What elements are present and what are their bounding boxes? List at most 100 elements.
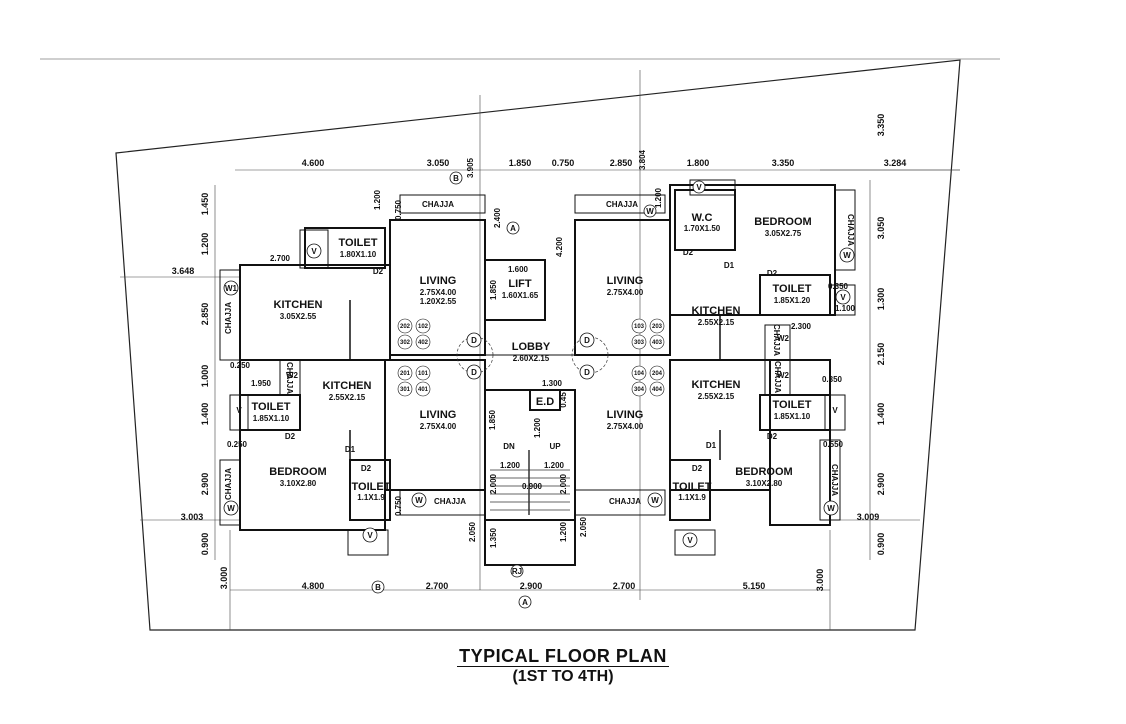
room-living-tl: LIVING (420, 275, 457, 287)
room-toilet-tr: TOILET (773, 283, 812, 295)
chajja-label-1: CHAJJA (422, 200, 454, 209)
window-w-3: W (827, 504, 835, 513)
marker-labels: CHAJJA CHAJJA CHAJJA CHAJJA CHAJJA CHAJJ… (224, 174, 855, 607)
svg-text:304: 304 (634, 387, 645, 393)
room-living-tl-size2: 1.20X2.55 (420, 297, 457, 306)
door-d2-6: D2 (767, 432, 778, 441)
svg-text:2.850: 2.850 (610, 158, 633, 168)
plot-boundary (115, 59, 961, 631)
room-toilet-tl-size: 1.80X1.10 (340, 250, 377, 259)
room-bedroom-br: BEDROOM (735, 466, 792, 478)
svg-text:1.200: 1.200 (373, 189, 382, 210)
room-toilet-bl-size: 1.85X1.10 (253, 414, 290, 423)
room-bedroom-br-size: 3.10X2.80 (746, 479, 783, 488)
dimension-labels: 4.600 3.050 1.850 0.750 2.850 1.800 3.35… (172, 114, 907, 592)
svg-text:402: 402 (418, 340, 429, 346)
room-lobby-size: 2.60X2.15 (513, 354, 550, 363)
svg-text:1.600: 1.600 (508, 265, 529, 274)
svg-text:1.400: 1.400 (876, 403, 886, 426)
staircase (490, 450, 570, 515)
room-kitchen-br-size: 2.55X2.15 (698, 392, 735, 401)
window-w2-1: W2 (777, 334, 790, 343)
svg-text:0.900: 0.900 (876, 533, 886, 556)
svg-text:3.284: 3.284 (884, 158, 907, 168)
svg-text:1.200: 1.200 (559, 521, 568, 542)
svg-text:3.804: 3.804 (638, 149, 647, 170)
room-toilet-br2-size: 1.1X1.9 (678, 493, 706, 502)
svg-text:3.350: 3.350 (876, 114, 886, 137)
room-toilet-tl: TOILET (339, 237, 378, 249)
svg-text:302: 302 (400, 340, 411, 346)
room-lift-size: 1.60X1.65 (502, 291, 539, 300)
svg-text:2.300: 2.300 (791, 322, 812, 331)
room-toilet-bl2-size: 1.1X1.9 (357, 493, 385, 502)
svg-text:0.750: 0.750 (394, 199, 403, 220)
door-d2-4: D2 (285, 432, 296, 441)
svg-text:2.850: 2.850 (200, 303, 210, 326)
window-w2-3: W2 (286, 371, 299, 380)
svg-text:1.850: 1.850 (489, 279, 498, 300)
svg-text:1.100: 1.100 (835, 304, 856, 313)
svg-text:1.200: 1.200 (654, 187, 663, 208)
ventilator-v-1: V (311, 247, 317, 256)
window-w1: W1 (225, 284, 238, 293)
room-kitchen-br: KITCHEN (692, 379, 741, 391)
svg-text:104: 104 (634, 371, 645, 377)
room-kitchen-tr: KITCHEN (692, 305, 741, 317)
door-d2-2: D2 (683, 248, 694, 257)
chajja-label-9: CHAJJA (772, 324, 781, 356)
svg-text:4.600: 4.600 (302, 158, 325, 168)
door-d-2: D (471, 368, 477, 377)
room-living-tl-size: 2.75X4.00 (420, 288, 457, 297)
svg-text:2.000: 2.000 (489, 473, 498, 494)
svg-text:1.200: 1.200 (544, 461, 565, 470)
svg-text:2.050: 2.050 (579, 516, 588, 537)
room-kitchen-bl: KITCHEN (323, 380, 372, 392)
svg-text:2.150: 2.150 (876, 343, 886, 366)
drawing-title: TYPICAL FLOOR PLAN (457, 646, 669, 667)
svg-text:3.050: 3.050 (876, 217, 886, 240)
svg-text:2.900: 2.900 (876, 473, 886, 496)
svg-text:2.050: 2.050 (468, 521, 477, 542)
svg-text:2.000: 2.000 (559, 473, 568, 494)
door-d1-1: D1 (724, 261, 735, 270)
chajja-label-6: CHAJJA (224, 468, 233, 500)
svg-text:2.700: 2.700 (426, 581, 449, 591)
room-living-tr-size: 2.75X4.00 (607, 288, 644, 297)
window-w2-2: W2 (777, 371, 790, 380)
room-kitchen-bl-size: 2.55X2.15 (329, 393, 366, 402)
chajja-label-7: CHAJJA (846, 214, 855, 246)
section-marker-a-bottom: A (522, 598, 528, 607)
room-bedroom-bl: BEDROOM (269, 466, 326, 478)
room-lobby: LOBBY (512, 341, 551, 353)
chajja-label-5: CHAJJA (224, 302, 233, 334)
interior-dimension-labels: 1.200 0.750 2.400 3.905 3.804 1.200 2.70… (227, 149, 856, 548)
section-marker-b-top: B (453, 174, 459, 183)
room-living-tr: LIVING (607, 275, 644, 287)
chajja-label-3: CHAJJA (434, 497, 466, 506)
room-wc-size: 1.70X1.50 (684, 224, 721, 233)
room-ed: E.D (536, 396, 554, 408)
svg-text:404: 404 (652, 387, 663, 393)
door-d2-3: D2 (767, 269, 778, 278)
svg-text:0.750: 0.750 (394, 495, 403, 516)
svg-text:1.450: 1.450 (200, 193, 210, 216)
svg-text:1.800: 1.800 (687, 158, 710, 168)
section-marker-b-bottom: B (375, 583, 381, 592)
svg-text:3.000: 3.000 (815, 569, 825, 592)
room-toilet-tr-size: 1.85X1.20 (774, 296, 811, 305)
svg-text:5.150: 5.150 (743, 581, 766, 591)
svg-text:2.900: 2.900 (200, 473, 210, 496)
room-toilet-bl2: TOILET (352, 481, 391, 493)
chajja-label-10: CHAJJA (773, 361, 782, 393)
svg-text:3.003: 3.003 (181, 512, 204, 522)
svg-text:0.900: 0.900 (522, 482, 543, 491)
stair-up-label: UP (549, 442, 561, 451)
svg-text:4.800: 4.800 (302, 581, 325, 591)
svg-text:0.350: 0.350 (828, 282, 849, 291)
drawing-subtitle: (1ST TO 4TH) (512, 668, 614, 685)
room-toilet-br2: TOILET (673, 481, 712, 493)
svg-text:103: 103 (634, 324, 645, 330)
room-bedroom-tr: BEDROOM (754, 216, 811, 228)
